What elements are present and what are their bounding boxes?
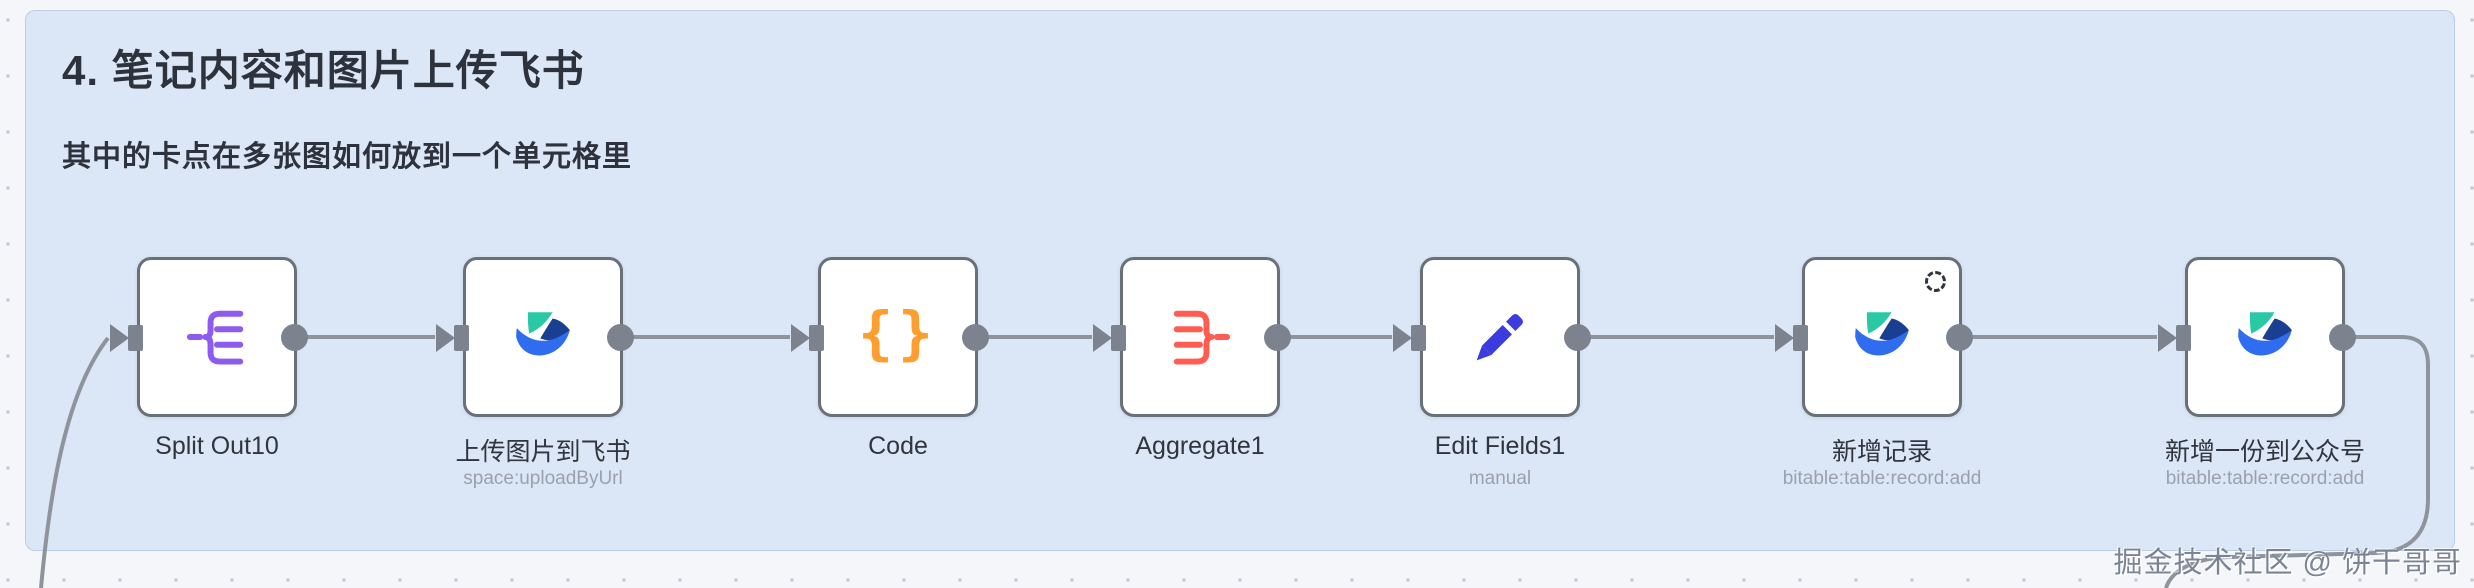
- wire-edit-to-record[interactable]: [1590, 335, 1774, 339]
- node-subtitle: bitable:table:record:add: [2165, 468, 2365, 489]
- input-arrow-icon: [2158, 324, 2177, 352]
- output-port[interactable]: [1264, 324, 1291, 351]
- output-port[interactable]: [281, 324, 308, 351]
- input-arrow-icon: [1775, 324, 1794, 352]
- feishu-icon: [2238, 312, 2292, 356]
- feishu-icon: [516, 312, 570, 356]
- node-subtitle: bitable:table:record:add: [1782, 468, 1982, 489]
- node-label: 新增记录: [1831, 438, 1932, 466]
- input-arrow-icon: [436, 324, 455, 352]
- feishu-icon: [1855, 312, 1909, 356]
- input-arrow-icon: [110, 324, 129, 352]
- output-port[interactable]: [1946, 324, 1973, 351]
- node-split-out10[interactable]: Split Out10: [110, 257, 308, 460]
- input-arrow-icon: [791, 324, 810, 352]
- wire-aggregate-to-edit[interactable]: [1290, 335, 1392, 339]
- input-port[interactable]: [809, 325, 824, 351]
- pencil-icon: [1476, 314, 1523, 361]
- split-out-icon: [186, 310, 244, 365]
- sticky-note-title: 4. 笔记内容和图片上传飞书: [62, 47, 585, 94]
- node-edit-fields1[interactable]: Edit Fields1 manual: [1393, 257, 1591, 489]
- node-add-record[interactable]: 新增记录 bitable:table:record:add: [1775, 257, 1981, 489]
- wire-code-to-aggregate[interactable]: [988, 335, 1092, 339]
- input-arrow-icon: [1393, 324, 1412, 352]
- input-port[interactable]: [454, 325, 469, 351]
- watermark: 掘金技术社区 @ 饼干哥哥: [2113, 547, 2462, 579]
- output-port[interactable]: [1564, 324, 1591, 351]
- node-label: Code: [868, 432, 928, 460]
- node-label: 新增一份到公众号: [2164, 438, 2365, 466]
- input-port[interactable]: [1111, 325, 1126, 351]
- sticky-note-subtitle: 其中的卡点在多张图如何放到一个单元格里: [62, 141, 633, 173]
- wire-record-to-record2[interactable]: [1972, 335, 2157, 339]
- input-arrow-icon: [1093, 324, 1112, 352]
- node-add-copy-to-gzh[interactable]: 新增一份到公众号 bitable:table:record:add: [2158, 257, 2365, 489]
- input-port[interactable]: [2176, 325, 2191, 351]
- output-port[interactable]: [2329, 324, 2356, 351]
- outgoing-wire[interactable]: [2164, 335, 2430, 588]
- aggregate-icon: [1173, 310, 1231, 365]
- node-label: 上传图片到飞书: [455, 438, 631, 466]
- output-port[interactable]: [607, 324, 634, 351]
- node-label: Split Out10: [155, 432, 279, 460]
- input-port[interactable]: [1411, 325, 1426, 351]
- node-label: Aggregate1: [1135, 432, 1265, 460]
- sync-pending-icon: [1925, 271, 1946, 292]
- node-code[interactable]: {} Code: [791, 257, 989, 460]
- input-port[interactable]: [128, 325, 143, 351]
- incoming-wire[interactable]: [39, 336, 110, 588]
- node-upload-to-feishu[interactable]: 上传图片到飞书 space:uploadByUrl: [436, 257, 634, 489]
- wire-upload-to-code[interactable]: [633, 335, 790, 339]
- node-subtitle: space:uploadByUrl: [463, 468, 623, 489]
- node-subtitle: manual: [1468, 468, 1532, 489]
- wire-split-to-upload[interactable]: [307, 335, 435, 339]
- code-braces-icon: {}: [858, 299, 938, 367]
- output-port[interactable]: [962, 324, 989, 351]
- node-aggregate1[interactable]: Aggregate1: [1093, 257, 1291, 460]
- node-label: Edit Fields1: [1434, 432, 1566, 460]
- input-port[interactable]: [1793, 325, 1808, 351]
